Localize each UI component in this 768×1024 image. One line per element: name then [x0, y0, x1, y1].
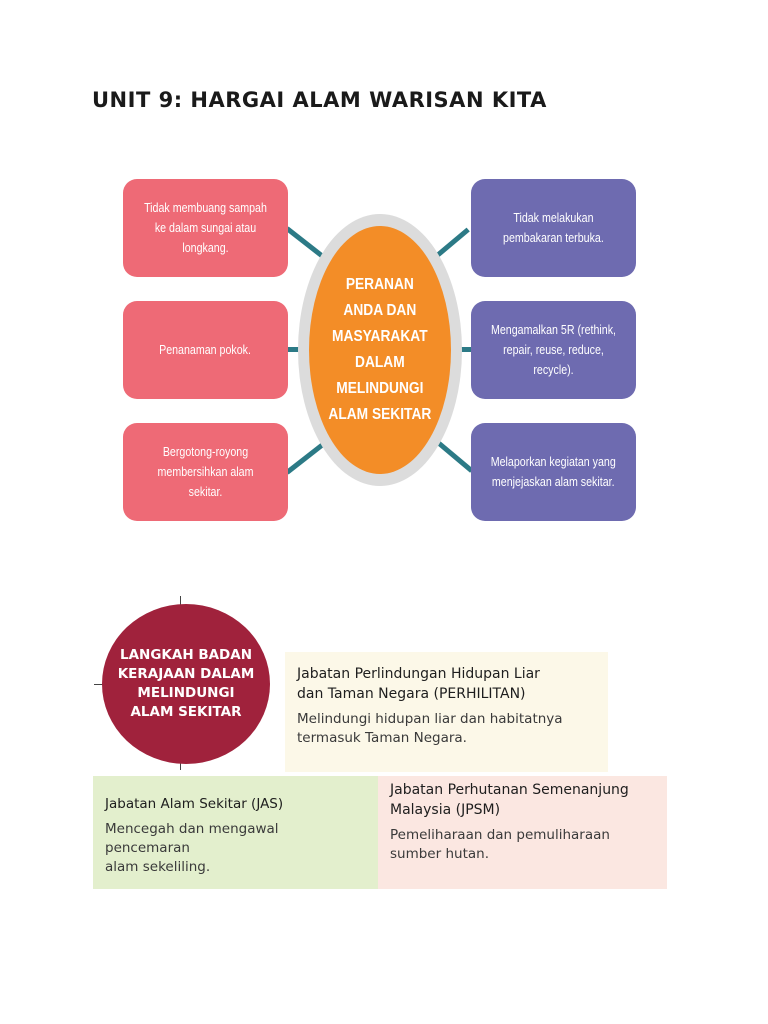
role-card-label: Tidak melakukan pembakaran terbuka. [503, 210, 604, 245]
jpsm-heading: Jabatan Perhutanan Semenanjung Malaysia … [390, 782, 629, 818]
role-card-label: Melaporkan kegiatan yang menjejaskan ala… [490, 454, 617, 489]
center-role-label: PERANAN ANDA DAN MASYARAKAT DALAM MELIND… [328, 276, 432, 423]
role-card-right-2: Mengamalkan 5R (rethink, repair, reuse, … [471, 301, 636, 399]
perhilitan-description: Melindungi hidupan liar dan habitatnya t… [297, 711, 563, 746]
page-title: UNIT 9: HARGAI ALAM WARISAN KITA [92, 88, 547, 112]
role-card-right-1: Tidak melakukan pembakaran terbuka. [471, 179, 636, 277]
perhilitan-box: Jabatan Perlindungan Hidupan Liar dan Ta… [285, 652, 608, 772]
jas-box: Jabatan Alam Sekitar (JAS) Mencegah dan … [93, 776, 378, 889]
role-card-left-3: Bergotong-royong membersihkan alam sekit… [123, 423, 288, 521]
role-card-left-2: Penanaman pokok. [123, 301, 288, 399]
government-steps-badge: LANGKAH BADAN KERAJAAN DALAM MELINDUNGI … [102, 604, 270, 764]
role-card-right-3: Melaporkan kegiatan yang menjejaskan ala… [471, 423, 636, 521]
role-card-label: Tidak membuang sampah ke dalam sungai at… [144, 200, 267, 255]
role-card-left-1: Tidak membuang sampah ke dalam sungai at… [123, 179, 288, 277]
role-card-label: Penanaman pokok. [159, 342, 252, 357]
connector-left-top [285, 226, 325, 259]
jas-heading: Jabatan Alam Sekitar (JAS) [105, 796, 284, 812]
center-role-bubble: PERANAN ANDA DAN MASYARAKAT DALAM MELIND… [309, 226, 451, 474]
perhilitan-heading: Jabatan Perlindungan Hidupan Liar dan Ta… [297, 666, 540, 702]
jas-description: Mencegah dan mengawal pencemaran alam se… [105, 821, 279, 875]
jpsm-box: Jabatan Perhutanan Semenanjung Malaysia … [378, 776, 667, 889]
role-card-label: Bergotong-royong membersihkan alam sekit… [157, 444, 254, 499]
jpsm-description: Pemeliharaan dan pemuliharaan sumber hut… [390, 827, 610, 862]
role-card-label: Mengamalkan 5R (rethink, repair, reuse, … [490, 322, 617, 377]
connector-right-top [434, 227, 470, 259]
government-steps-label: LANGKAH BADAN KERAJAAN DALAM MELINDUNGI … [117, 647, 255, 720]
connector-right-bottom [436, 440, 474, 473]
connector-left-bottom [285, 442, 325, 475]
